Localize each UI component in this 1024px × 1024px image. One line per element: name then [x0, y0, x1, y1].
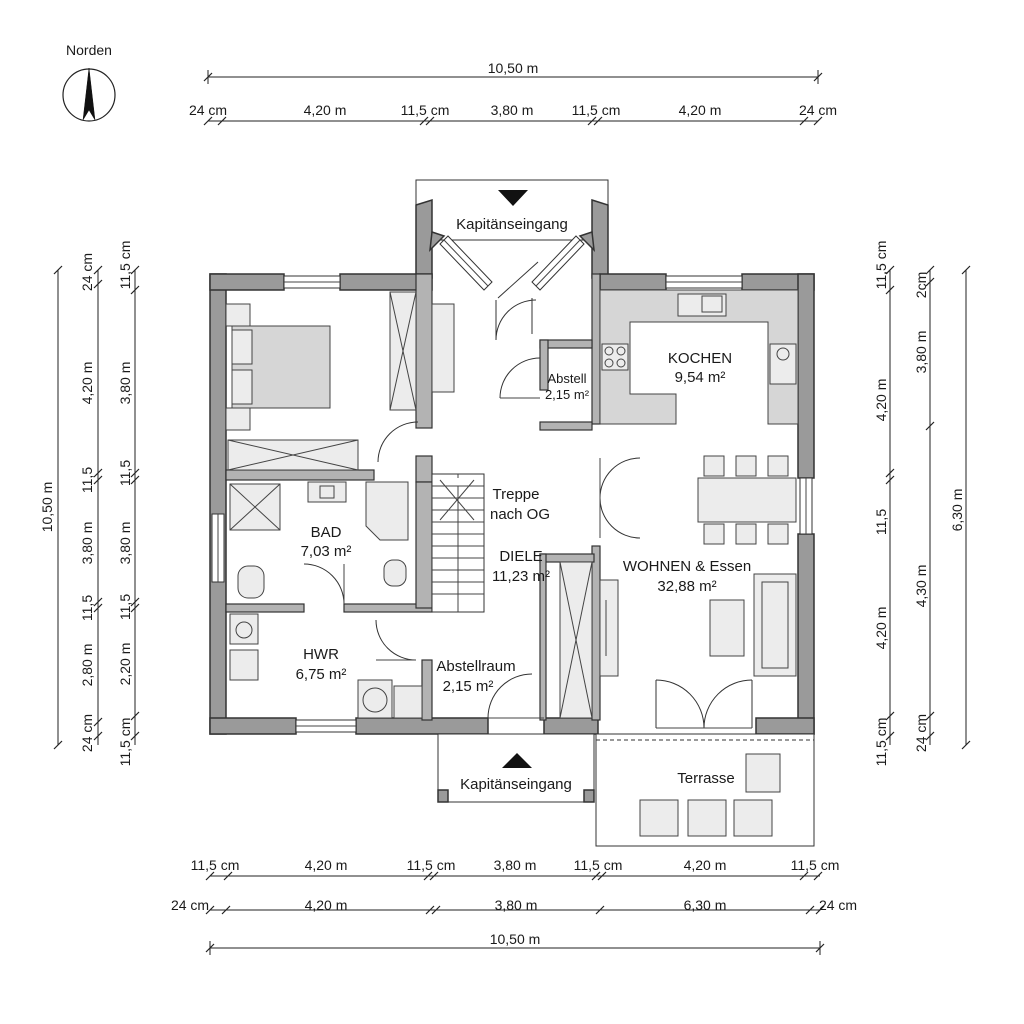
dim-bottom-row1: 3,80 m — [494, 857, 537, 873]
left-dimensions: 10,50 m 24 cm 4,20 m 11,5 3,80 m 11,5 2,… — [39, 241, 140, 767]
dim-top-part: 24 cm — [799, 102, 837, 118]
room-name-abstellraum: Abstellraum — [436, 658, 515, 675]
entrance-arrow-icon — [498, 190, 528, 206]
dim-right-total: 6,30 m — [949, 489, 965, 532]
dim-left-col2: 2,20 m — [117, 643, 133, 686]
dim-left-col1: 24 cm — [79, 253, 95, 291]
stairs — [431, 473, 485, 613]
dim-right-col2: 4,30 m — [913, 565, 929, 608]
bad: BAD 7,03 m² — [229, 481, 409, 605]
dim-left-col2: 11,5 — [117, 594, 133, 620]
abstell: Abstell 2,15 m² — [499, 357, 590, 402]
dim-bottom-row1: 11,5 cm — [191, 857, 240, 873]
lounge-chair-icon — [745, 753, 781, 793]
north-arrow-icon — [82, 67, 96, 121]
room-area-bad: 7,03 m² — [301, 543, 352, 560]
dim-left-col1: 11,5 — [79, 467, 95, 493]
dim-right-col2: 2cm — [913, 272, 929, 298]
diele: Treppe nach OG DIELE 11,23 m² — [490, 457, 641, 719]
bottom-dimensions: 11,5 cm 4,20 m 11,5 cm 3,80 m 11,5 cm 4,… — [171, 857, 857, 955]
dining-table-icon — [697, 477, 797, 523]
hwr: HWR 6,75 m² — [229, 613, 423, 719]
dim-bottom-row2: 24 cm — [171, 897, 209, 913]
entrance-top-label: Kapitänseingang — [456, 216, 568, 233]
dim-left-col2: 11,5 — [117, 460, 133, 486]
dim-left-col2: 3,80 m — [117, 362, 133, 405]
coffee-table-icon — [709, 599, 745, 657]
room-name-abstell: Abstell — [547, 371, 586, 386]
dim-top-total: 10,50 m — [488, 60, 539, 76]
dim-right-col1: 11,5 cm — [873, 718, 889, 767]
dim-right-col2: 24 cm — [913, 714, 929, 752]
room-area-hwr: 6,75 m² — [296, 666, 347, 683]
dim-top-part: 11,5 cm — [572, 102, 621, 118]
dim-left-col1: 24 cm — [79, 714, 95, 752]
room-name-diele: DIELE — [499, 548, 542, 565]
dim-bottom-row1: 4,20 m — [305, 857, 348, 873]
dim-top-part: 4,20 m — [679, 102, 722, 118]
lounge-chair-icon — [639, 799, 679, 837]
top-dimensions: 10,50 m 24 cm 4,20 m 11,5 cm 3,80 m 11,5… — [189, 60, 837, 126]
dim-bottom-row2: 6,30 m — [684, 897, 727, 913]
walls — [209, 273, 815, 735]
dim-left-col1: 4,20 m — [79, 362, 95, 405]
dim-left-col2: 11,5 cm — [117, 241, 133, 290]
dim-top-part: 24 cm — [189, 102, 227, 118]
dim-right-col1: 11,5 cm — [873, 241, 889, 290]
dim-bottom-row2: 24 cm — [819, 897, 857, 913]
room-name-kochen: KOCHEN — [668, 350, 732, 367]
dim-right-col2: 3,80 m — [913, 331, 929, 374]
dim-top-part: 11,5 cm — [401, 102, 450, 118]
room-name-bad: BAD — [311, 524, 342, 541]
dim-right-col1: 11,5 — [873, 509, 889, 535]
compass: Norden — [62, 42, 116, 122]
dim-right-col1: 4,20 m — [873, 379, 889, 422]
entrance-arrow-icon — [502, 753, 532, 768]
dim-left-col1: 11,5 — [79, 595, 95, 621]
compass-label: Norden — [66, 42, 112, 58]
top-entrance: Kapitänseingang — [415, 179, 609, 341]
room-area-abstellraum: 2,15 m² — [443, 678, 494, 695]
room-name-hwr: HWR — [303, 646, 339, 663]
dim-left-col1: 2,80 m — [79, 644, 95, 687]
oven-icon — [769, 343, 797, 385]
wohnen-essen: WOHNEN & Essen 32,88 m² — [599, 455, 797, 729]
treppe-line2: nach OG — [490, 506, 550, 523]
treppe-line1: Treppe — [493, 486, 540, 503]
terrace-table-icon — [687, 799, 727, 837]
bathtub-icon — [365, 481, 409, 541]
dim-left-col2: 3,80 m — [117, 522, 133, 565]
dim-bottom-row1: 11,5 cm — [791, 857, 840, 873]
terrasse: Terrasse — [595, 733, 815, 847]
dim-bottom-row1: 11,5 cm — [574, 857, 623, 873]
bottom-entrance: Kapitänseingang — [437, 733, 595, 803]
lounge-chair-icon — [733, 799, 773, 837]
dim-right-col1: 4,20 m — [873, 607, 889, 650]
tv-unit-icon — [599, 579, 619, 677]
bedroom — [225, 291, 455, 471]
room-area-abstell: 2,15 m² — [545, 387, 590, 402]
dim-bottom-row1: 4,20 m — [684, 857, 727, 873]
entrance-bottom-label: Kapitänseingang — [460, 776, 572, 793]
right-dimensions: 11,5 cm 4,20 m 11,5 4,20 m 11,5 cm 2cm 3… — [873, 241, 971, 767]
room-area-diele: 11,23 m² — [492, 568, 550, 585]
dim-top-part: 3,80 m — [491, 102, 534, 118]
toilet-icon — [237, 565, 265, 599]
washing-machine-icon — [229, 613, 259, 645]
room-name-wohnen: WOHNEN & Essen — [623, 558, 751, 575]
dim-left-total: 10,50 m — [39, 482, 55, 533]
dim-top-part: 4,20 m — [304, 102, 347, 118]
abstellraum: Abstellraum 2,15 m² — [436, 658, 544, 719]
dim-bottom-total: 10,50 m — [490, 931, 541, 947]
room-name-terrasse: Terrasse — [677, 770, 735, 787]
dim-left-col2: 11,5 cm — [117, 718, 133, 767]
dim-bottom-row2: 3,80 m — [495, 897, 538, 913]
dim-left-col1: 3,80 m — [79, 522, 95, 565]
dim-bottom-row1: 11,5 cm — [407, 857, 456, 873]
kitchen: KOCHEN 9,54 m² — [599, 289, 799, 425]
room-area-kochen: 9,54 m² — [675, 369, 726, 386]
dim-bottom-row2: 4,20 m — [305, 897, 348, 913]
room-area-wohnen: 32,88 m² — [657, 578, 716, 595]
